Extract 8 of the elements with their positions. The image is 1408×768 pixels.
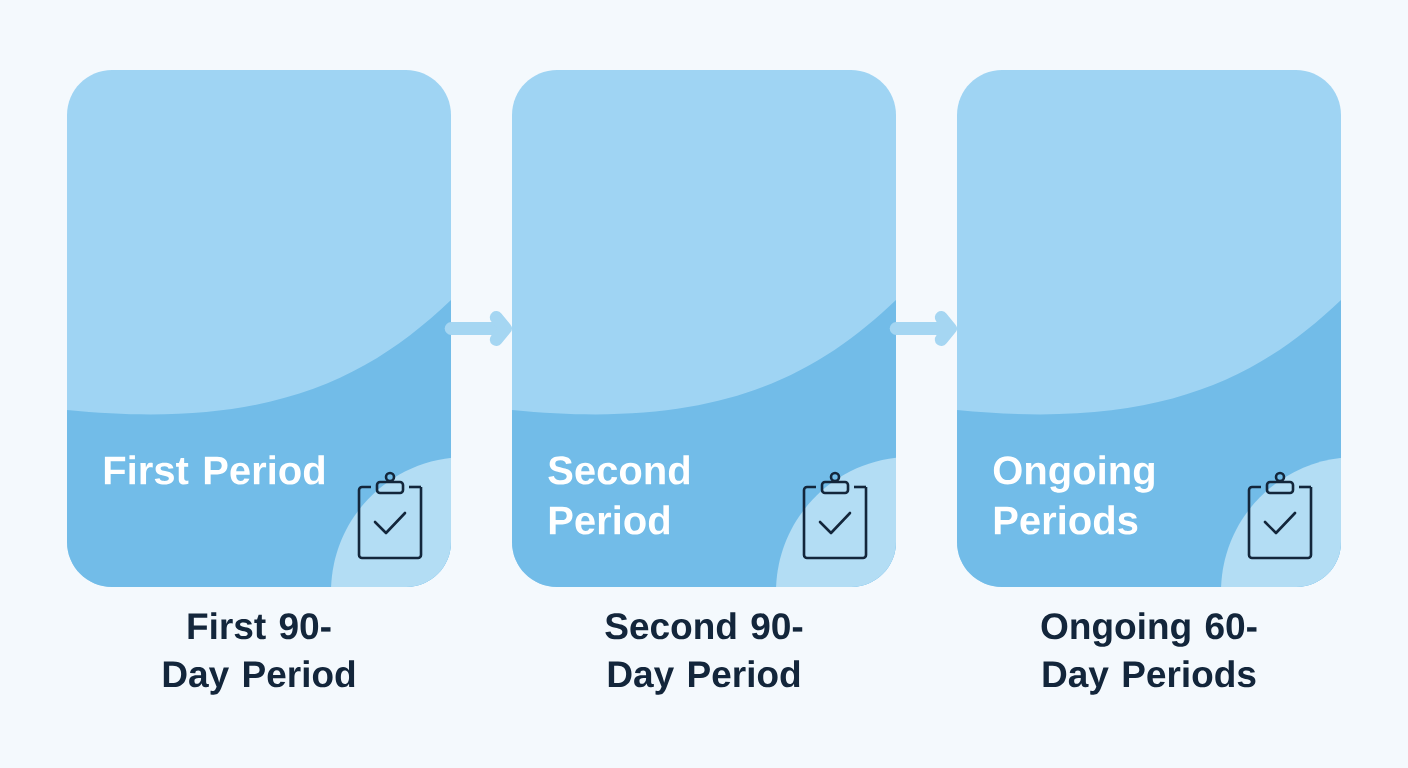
arrow [444,311,512,346]
card-caption: First 90-Day Period [163,612,355,695]
card: First Period [67,70,451,587]
card-caption: Ongoing 60-Day Periods [1041,612,1257,695]
arrow [889,311,957,346]
card: Ongoing Periods [957,70,1341,587]
card: Second Period [512,70,896,587]
card-caption: Second 90-Day Period [605,612,803,695]
